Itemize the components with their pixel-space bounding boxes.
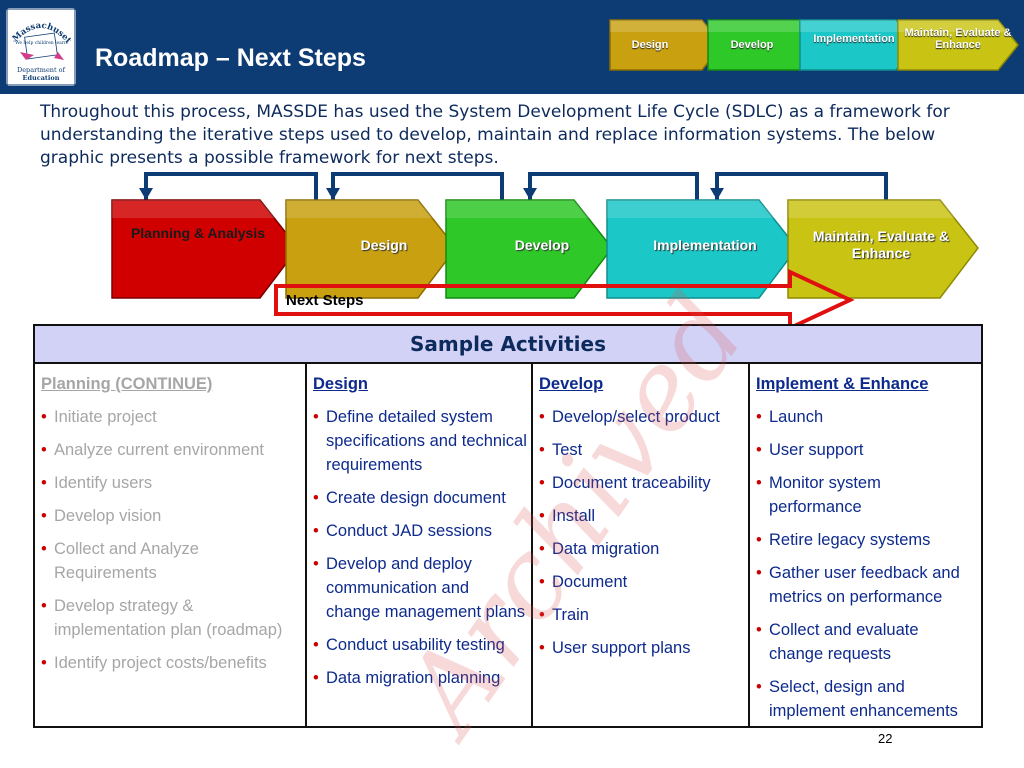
step-implementation: Implementation [605,198,801,300]
header-bar: Massachusetts "We help children learn" D… [0,0,1024,94]
step-maintain-label: Maintain, Evaluate & Enhance [812,228,950,261]
svg-text:Department of: Department of [17,66,66,74]
list-item: Gather user feedback and metrics on perf… [756,561,977,609]
svg-text:"We help children learn": "We help children learn" [13,40,69,46]
step-design: Design [284,198,460,300]
list-item: User support plans [539,636,744,660]
list-item: Define detailed system specifications an… [313,405,527,477]
intro-paragraph: Throughout this process, MASSDE has used… [40,102,950,168]
mini-step-design: Design [606,18,723,72]
step-planning-label: Planning & Analysis [130,224,266,241]
list-item: Monitor system performance [756,471,977,519]
list-item: Develop strategy & implementation plan (… [41,594,301,642]
list-item: Install [539,504,744,528]
mini-step-implementation: Implementation [796,18,918,72]
column-title: Design [313,375,369,393]
list-item: Initiate project [41,405,301,429]
list-item: Data migration [539,537,744,561]
column-title: Implement & Enhance [756,375,929,393]
list-item: Identify project costs/benefits [41,651,301,675]
list-item: Develop vision [41,504,301,528]
list-item: Create design document [313,486,527,510]
list-item: Train [539,603,744,627]
column-implement-enhance: Implement & Enhance Launch User support … [748,364,981,726]
list-item: Launch [756,405,977,429]
column-title: Develop [539,375,604,393]
list-item: Analyze current environment [41,438,301,462]
list-item: Document traceability [539,471,744,495]
list-item: Select, design and implement enhancement… [756,675,977,723]
step-maintain: Maintain, Evaluate & Enhance [786,198,982,300]
list-item: Identify users [41,471,301,495]
step-develop: Develop [444,198,616,300]
step-develop-label: Develop [514,236,570,253]
list-item: Develop/select product [539,405,744,429]
list-item: Develop and deploy communication and cha… [313,552,527,624]
list-item: Conduct usability testing [313,633,527,657]
column-develop: Develop Develop/select product Test Docu… [531,364,748,726]
massachusetts-doe-logo: Massachusetts "We help children learn" D… [4,1,76,86]
page-number: 22 [878,731,893,746]
column-title: Planning (CONTINUE) [41,375,213,393]
list-item: User support [756,438,977,462]
list-item: Data migration planning [313,666,527,690]
page-title: Roadmap – Next Steps [95,44,366,72]
list-item: Test [539,438,744,462]
sample-activities-table: Sample Activities Planning (CONTINUE) In… [33,324,983,728]
column-design: Design Define detailed system specificat… [305,364,531,726]
list-item: Document [539,570,744,594]
column-planning: Planning (CONTINUE) Initiate project Ana… [35,364,305,726]
table-header: Sample Activities [35,326,981,364]
step-planning-analysis: Planning & Analysis [110,198,302,300]
next-steps-label: Next Steps [286,292,364,309]
list-item: Retire legacy systems [756,528,977,552]
step-implementation-label: Implementation [653,236,757,253]
step-design-label: Design [360,236,408,253]
list-item: Collect and evaluate change requests [756,618,977,666]
svg-text:Education: Education [23,74,60,82]
mini-step-maintain: Maintain, Evaluate & Enhance [894,18,1022,72]
list-item: Collect and Analyze Requirements [41,537,301,585]
list-item: Conduct JAD sessions [313,519,527,543]
